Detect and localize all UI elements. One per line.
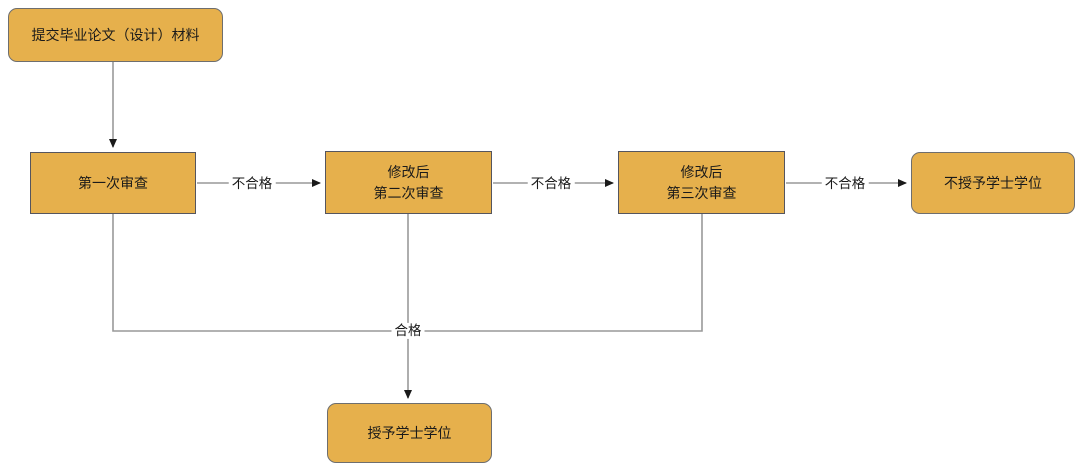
node-third-review: 修改后 第三次审查 [618,151,785,214]
edge-label-fail-3: 不合格 [821,175,869,193]
edge-label-pass: 合格 [391,322,425,340]
edge-label-fail-1: 不合格 [228,175,276,193]
edge-label-fail-2: 不合格 [527,175,575,193]
node-degree-awarded: 授予学士学位 [327,403,492,463]
node-no-degree-awarded: 不授予学士学位 [911,152,1075,214]
node-first-review: 第一次审查 [30,152,196,214]
node-second-review: 修改后 第二次审查 [325,151,492,214]
node-submit-materials: 提交毕业论文（设计）材料 [8,8,223,62]
